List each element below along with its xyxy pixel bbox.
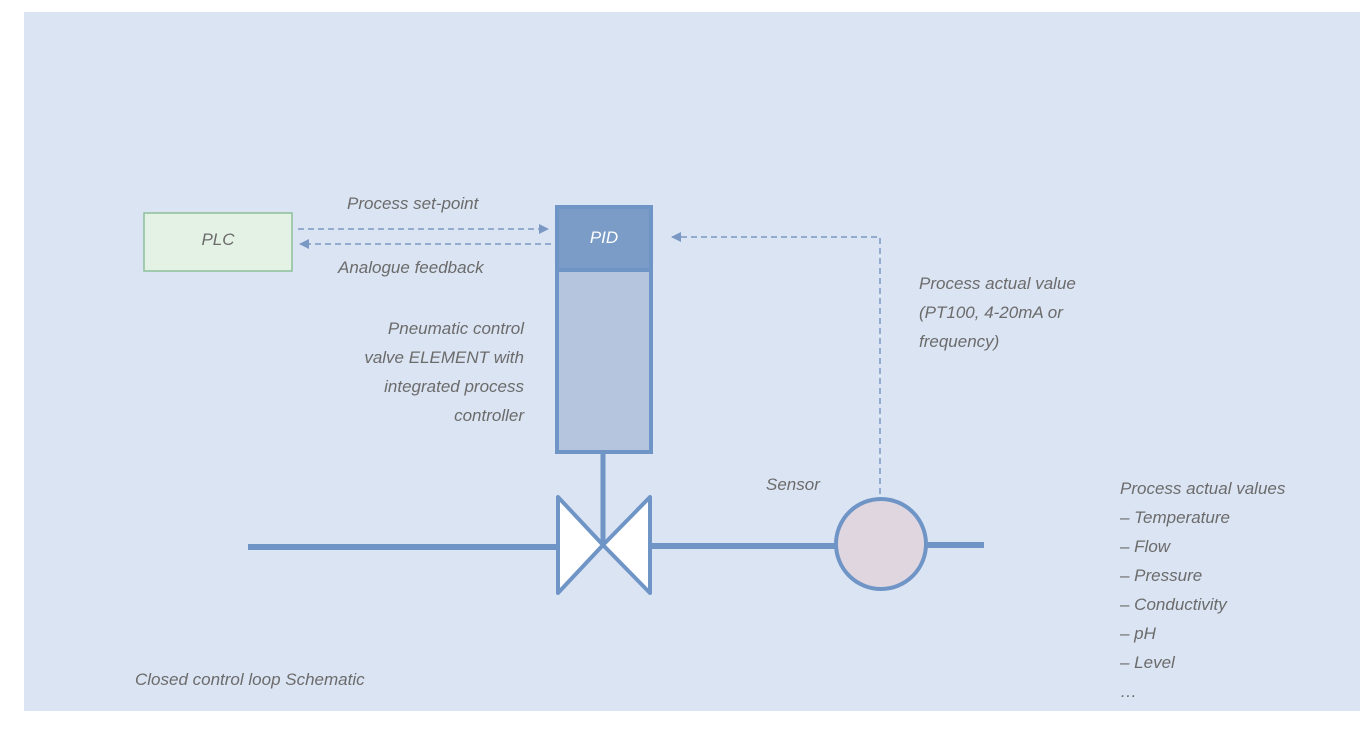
feedback-label: Analogue feedback	[338, 258, 484, 277]
setpoint-label: Process set-point	[347, 194, 479, 213]
sensor-label: Sensor	[766, 475, 820, 494]
valve-description-line: integrated process	[384, 377, 524, 396]
valve-controller-body	[555, 268, 653, 454]
list-item: – pH	[1120, 624, 1156, 643]
sensor-circle	[834, 497, 928, 591]
sensor-feedback-line	[671, 232, 881, 494]
list-item: – Pressure	[1120, 566, 1203, 585]
list-item: – Conductivity	[1120, 595, 1227, 614]
process-values-list: Process actual values – Temperature – Fl…	[1120, 474, 1285, 706]
list-item: – Temperature	[1120, 508, 1230, 527]
actual-value-line: (PT100, 4-20mA or	[919, 303, 1063, 322]
valve-description-line: Pneumatic control	[387, 319, 524, 338]
valve-description-line: valve ELEMENT with	[364, 348, 524, 367]
diagram-caption: Closed control loop Schematic	[135, 670, 365, 689]
valve-body-right	[601, 495, 652, 595]
plc-label: PLC	[201, 230, 235, 249]
valve-body-left	[556, 495, 605, 595]
pid-label: PID	[589, 228, 619, 247]
list-item: – Level	[1120, 653, 1175, 672]
valve-description-line: controller	[454, 406, 524, 425]
list-item: …	[1120, 682, 1137, 701]
list-item: – Flow	[1120, 537, 1171, 556]
pid-box	[555, 205, 653, 272]
process-values-heading: Process actual values	[1120, 479, 1286, 498]
plc-box	[143, 212, 293, 272]
actual-value-line: frequency)	[919, 332, 1000, 351]
actual-value-line: Process actual value	[919, 274, 1076, 293]
actual-value-label: Process actual value (PT100, 4-20mA or f…	[919, 269, 1076, 356]
valve-description: Pneumatic control valve ELEMENT with int…	[264, 314, 524, 430]
diagram-panel	[24, 12, 1360, 711]
